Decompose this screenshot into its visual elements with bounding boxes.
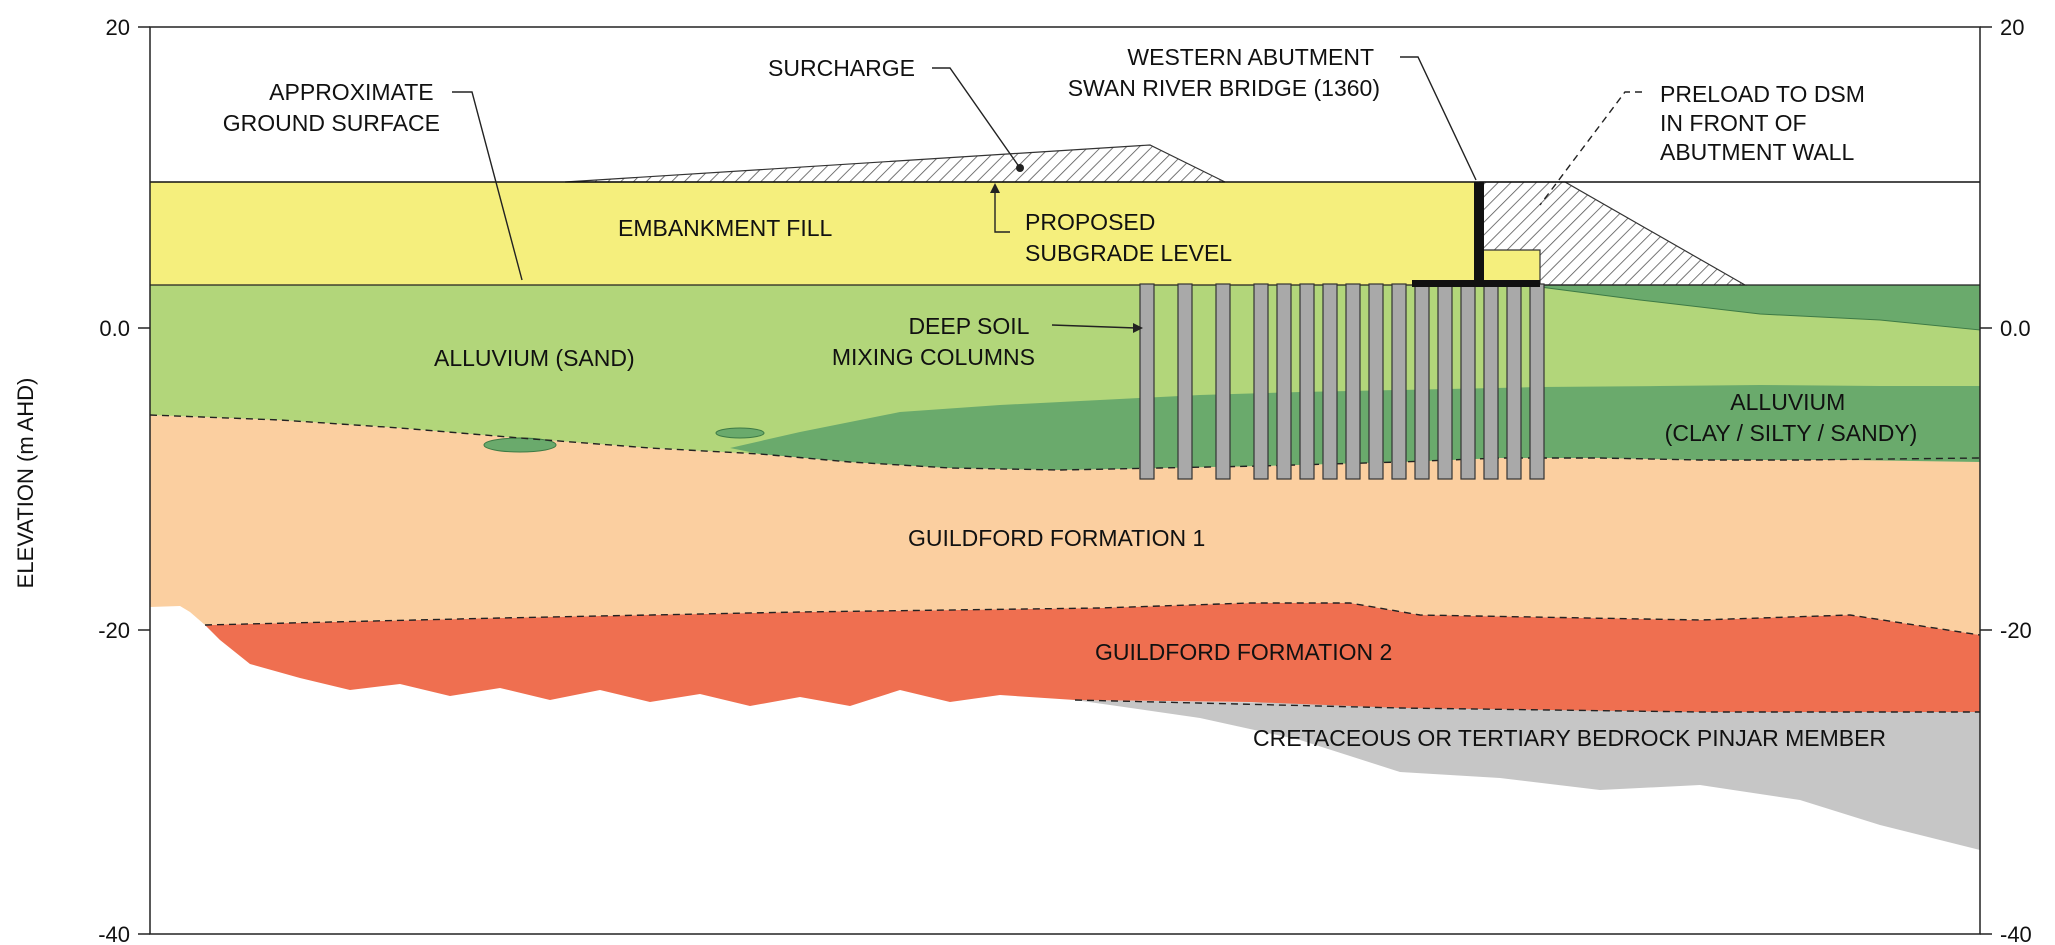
surcharge-leader xyxy=(932,67,1021,169)
alluvium-clay-lens xyxy=(715,427,765,439)
label-embankment-fill: EMBANKMENT FILL xyxy=(618,215,832,241)
abutment-leader xyxy=(1400,56,1477,181)
boundary-line xyxy=(1074,699,1980,713)
left-ticks xyxy=(138,26,150,935)
label-surcharge: SURCHARGE xyxy=(768,55,915,81)
dsm-column xyxy=(1177,283,1193,480)
dsm-column xyxy=(1215,283,1231,480)
label-deep-soil-mixing: DEEP SOIL MIXING COLUMNS xyxy=(832,313,1035,370)
guildford-formation-1-layer xyxy=(150,415,1980,635)
label-proposed-subgrade: PROPOSED SUBGRADE LEVEL xyxy=(1025,209,1232,266)
alluvium-clay-lens xyxy=(483,437,557,453)
right-tick-label: 20 xyxy=(2000,15,2024,40)
dsm-column xyxy=(1506,283,1522,480)
left-tick-label: 20 xyxy=(106,15,130,40)
left-tick-label: -40 xyxy=(98,922,130,945)
label-alluvium-sand: ALLUVIUM (SAND) xyxy=(434,345,635,371)
dsm-columns xyxy=(1139,283,1545,480)
dsm-leader xyxy=(1051,324,1137,329)
left-tick-label: 0.0 xyxy=(99,316,130,341)
dsm-column xyxy=(1460,283,1476,480)
dsm-column xyxy=(1368,283,1384,480)
plot-frame xyxy=(149,26,1981,935)
surcharge-mound xyxy=(564,144,1226,183)
boundary-line xyxy=(204,602,1981,636)
pile-cap xyxy=(1412,280,1540,287)
surcharge-leader-dot xyxy=(1016,164,1024,172)
left-tick-label: -20 xyxy=(98,618,130,643)
dsm-column xyxy=(1276,283,1292,480)
label-alluvium-clay: ALLUVIUM (CLAY / SILTY / SANDY) xyxy=(1665,389,1918,446)
dsm-column xyxy=(1529,283,1545,480)
subgrade-leader xyxy=(994,190,1010,233)
preload-leader xyxy=(1539,91,1642,206)
right-ticks xyxy=(1980,26,1992,935)
label-approx-ground: APPROXIMATE GROUND SURFACE xyxy=(223,79,440,136)
embankment-fill-layer xyxy=(150,182,1540,285)
dsm-column xyxy=(1437,283,1453,480)
label-guildford-1: GUILDFORD FORMATION 1 xyxy=(908,525,1205,551)
bedrock-layer xyxy=(1075,700,1980,850)
right-tick-label: -40 xyxy=(2000,922,2032,945)
dsm-column xyxy=(1322,283,1338,480)
dsm-column xyxy=(1299,283,1315,480)
guildford-formation-2-layer xyxy=(205,603,1980,712)
label-guildford-2: GUILDFORD FORMATION 2 xyxy=(1095,639,1392,665)
y-axis-label: ELEVATION (m AHD) xyxy=(13,378,38,589)
dsm-arrow xyxy=(1133,323,1143,333)
label-bedrock: CRETACEOUS OR TERTIARY BEDROCK PINJAR ME… xyxy=(1253,725,1886,751)
dsm-column xyxy=(1139,283,1155,480)
dsm-column xyxy=(1414,283,1430,480)
dsm-column xyxy=(1483,283,1499,480)
boundary-line xyxy=(149,414,1981,471)
label-western-abutment: WESTERN ABUTMENT SWAN RIVER BRIDGE (1360… xyxy=(1068,44,1380,101)
label-preload: PRELOAD TO DSM IN FRONT OF ABUTMENT WALL xyxy=(1660,81,1871,165)
abutment-wall xyxy=(1474,182,1484,284)
dsm-column xyxy=(1253,283,1269,480)
ground-surface-leader xyxy=(452,91,523,281)
dsm-column xyxy=(1391,283,1407,480)
subgrade-arrow xyxy=(990,183,1000,193)
dsm-column xyxy=(1345,283,1361,480)
right-tick-label: -20 xyxy=(2000,618,2032,643)
right-tick-label: 0.0 xyxy=(2000,316,2031,341)
